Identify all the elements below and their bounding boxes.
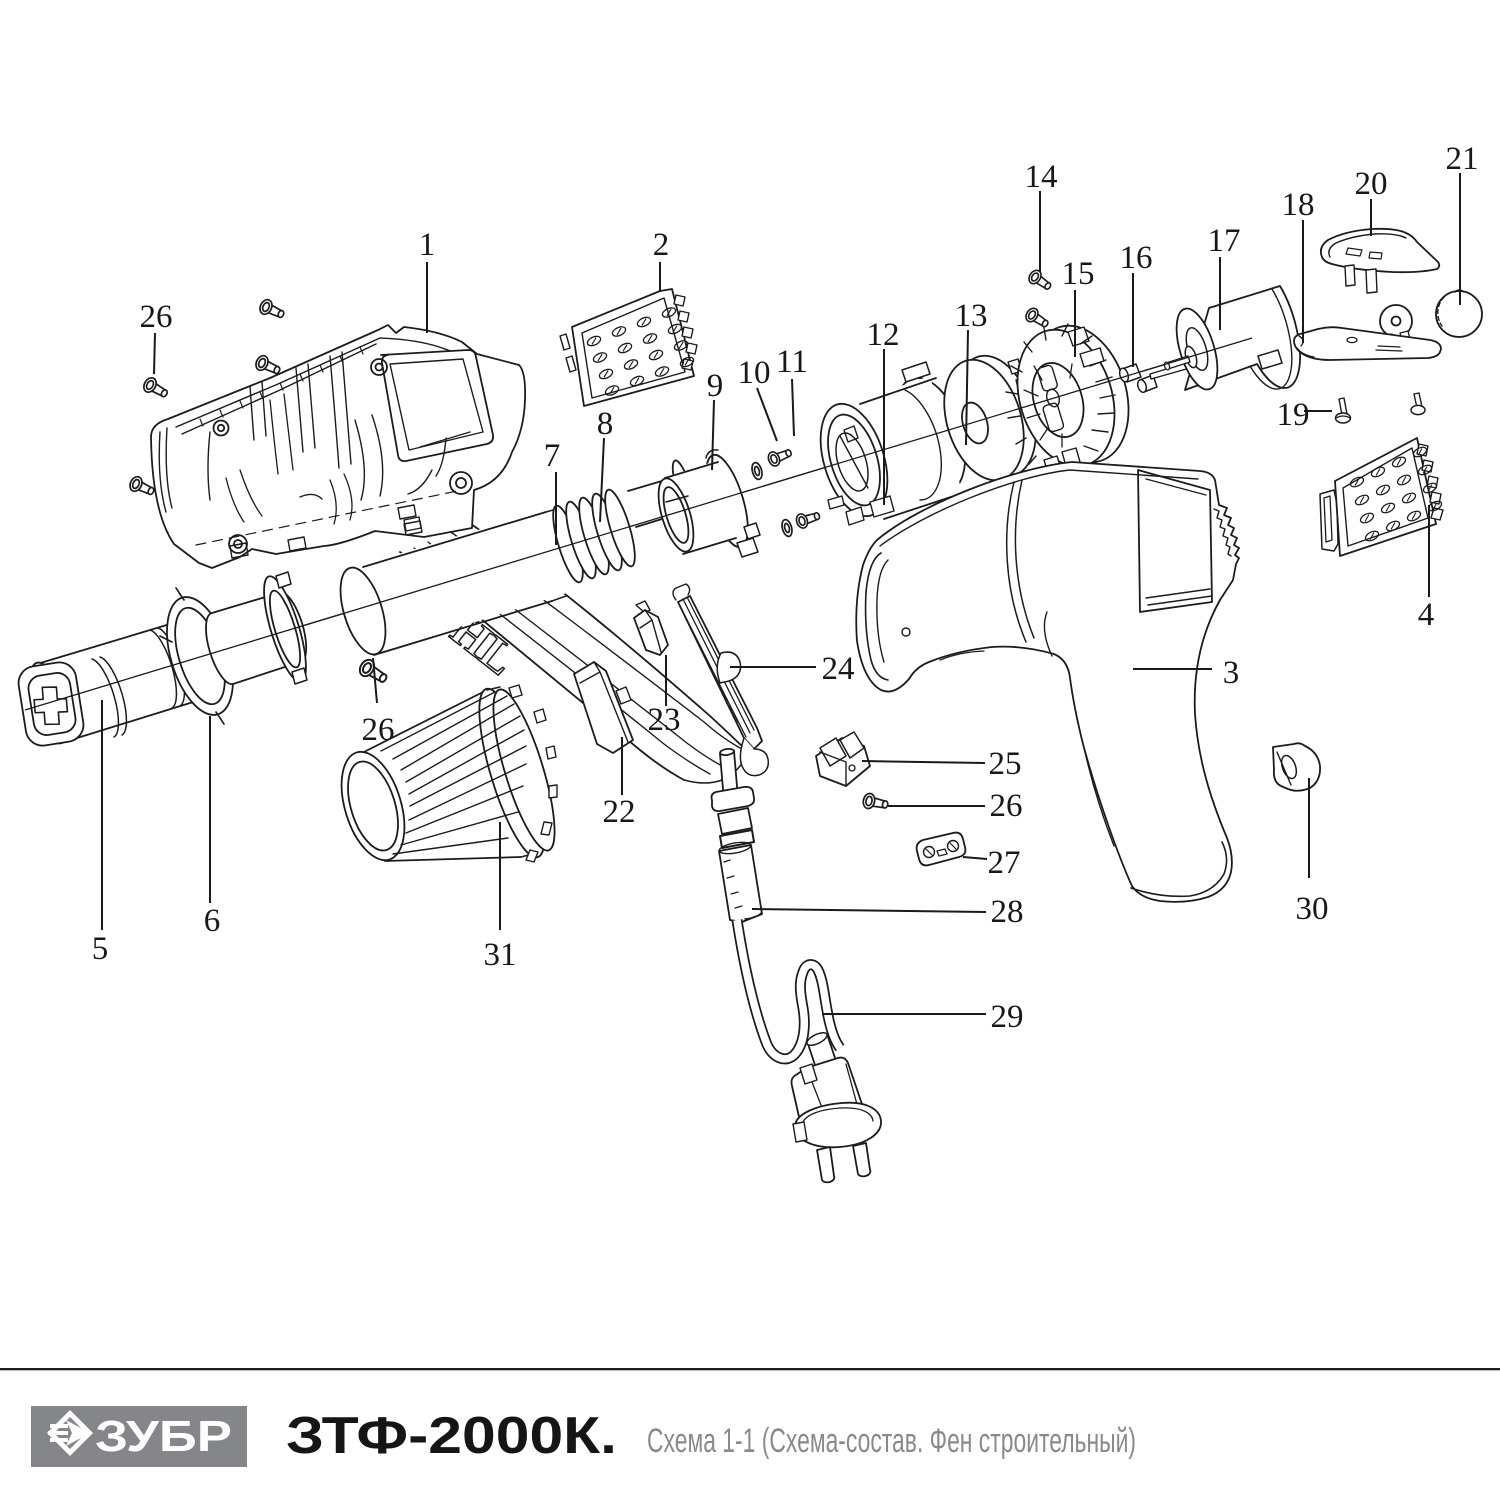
svg-text:22: 22 <box>603 794 636 830</box>
svg-text:31: 31 <box>484 937 517 973</box>
svg-text:26: 26 <box>990 788 1023 824</box>
svg-text:ЗТФ-2000К.: ЗТФ-2000К. <box>286 1407 617 1465</box>
svg-text:8: 8 <box>597 406 614 442</box>
svg-text:13: 13 <box>955 298 988 334</box>
svg-text:30: 30 <box>1296 891 1329 927</box>
svg-text:17: 17 <box>1208 223 1241 259</box>
svg-text:21: 21 <box>1446 141 1479 177</box>
svg-text:1: 1 <box>419 227 436 263</box>
svg-text:18: 18 <box>1282 187 1315 223</box>
svg-text:Схема 1-1 (Схема-состав. Фен с: Схема 1-1 (Схема-состав. Фен строительны… <box>647 1422 1136 1460</box>
svg-text:5: 5 <box>92 931 109 967</box>
svg-text:28: 28 <box>991 894 1024 930</box>
svg-text:25: 25 <box>989 746 1022 782</box>
svg-text:10: 10 <box>738 355 771 391</box>
svg-text:23: 23 <box>648 702 681 738</box>
svg-text:16: 16 <box>1120 240 1153 276</box>
svg-text:20: 20 <box>1355 166 1388 202</box>
svg-text:15: 15 <box>1062 256 1095 292</box>
svg-text:9: 9 <box>707 368 724 404</box>
svg-text:12: 12 <box>867 317 900 353</box>
svg-text:6: 6 <box>204 903 221 939</box>
svg-text:ЗУБР: ЗУБР <box>95 1412 232 1461</box>
svg-text:29: 29 <box>991 999 1024 1035</box>
svg-text:19: 19 <box>1277 397 1310 433</box>
svg-text:26: 26 <box>140 299 173 335</box>
svg-text:7: 7 <box>544 438 561 474</box>
svg-text:11: 11 <box>776 344 808 380</box>
svg-text:14: 14 <box>1025 159 1058 195</box>
svg-text:2: 2 <box>653 227 670 263</box>
svg-text:4: 4 <box>1418 597 1435 633</box>
svg-text:27: 27 <box>988 845 1021 881</box>
svg-text:26: 26 <box>362 712 395 748</box>
svg-text:24: 24 <box>822 651 855 687</box>
svg-text:3: 3 <box>1223 655 1240 691</box>
